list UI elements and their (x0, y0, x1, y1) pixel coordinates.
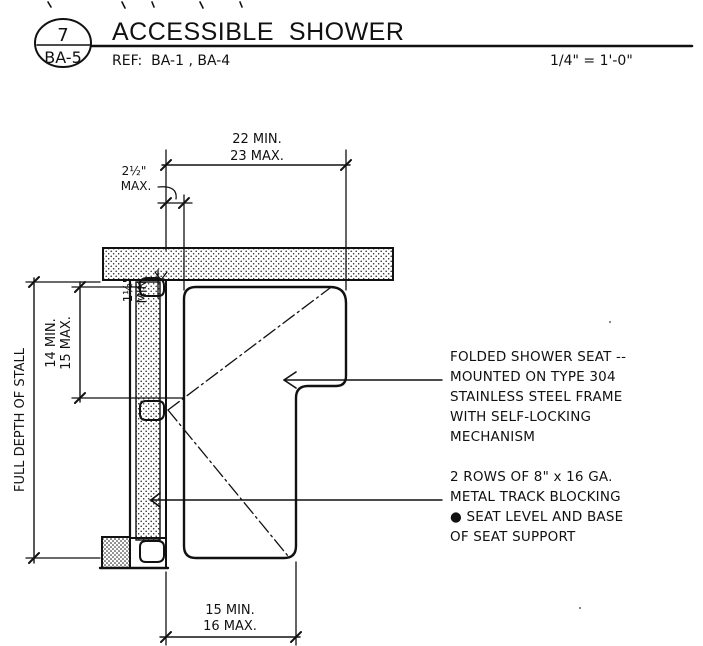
front-min: 15 MIN. (205, 603, 255, 618)
seat-note-line-1: FOLDED SHOWER SEAT -- (450, 349, 626, 365)
scale-text: 1/4" = 1'-0" (550, 53, 633, 69)
sheet-reference: BA-5 (44, 48, 82, 67)
blocking-note-line-1: 2 ROWS OF 8" x 16 GA. (450, 469, 613, 485)
seat-fold-line-upper (167, 287, 331, 411)
seat-note-line-2: MOUNTED ON TYPE 304 (450, 369, 616, 385)
blocking-note-line-4: OF SEAT SUPPORT (450, 529, 576, 545)
scan-speck (609, 321, 611, 323)
annotation-notes: FOLDED SHOWER SEAT -- MOUNTED ON TYPE 30… (149, 321, 626, 609)
front-ticks (160, 631, 302, 643)
stall-depth-label: FULL DEPTH OF STALL (13, 347, 28, 492)
scan-speck (579, 607, 581, 609)
dimension-lines: 22 MIN. 23 MAX. 2½" MAX. 1½" MIN. 14 MIN… (13, 132, 352, 646)
seat-note-line-3: STAINLESS STEEL FRAME (450, 389, 622, 405)
seat-depth-min: 22 MIN. (232, 132, 282, 147)
seat-width-max: 15 MAX. (59, 316, 74, 370)
blocking-bottom (139, 540, 165, 563)
title-block: 7 BA-5 ACCESSIBLE SHOWER REF: BA-1 , BA-… (34, 1, 694, 69)
seat-depth-ticks (160, 159, 352, 171)
wall-gap-value: 2½" (122, 164, 147, 178)
front-max: 16 MAX. (203, 619, 257, 634)
seat-fold-line-lower (167, 409, 289, 557)
stall-depth-ticks (28, 276, 40, 564)
clearance-arrow (154, 271, 168, 281)
detail-title: ACCESSIBLE SHOWER (112, 18, 404, 46)
seat-outline (182, 285, 348, 560)
wall-gap-label: MAX. (121, 179, 152, 193)
top-edge-marks (47, 1, 243, 9)
seat-depth-max: 23 MAX. (230, 149, 284, 164)
detail-bubble (34, 18, 92, 68)
seat-width-min: 14 MIN. (44, 318, 59, 368)
reference-text: REF: BA-1 , BA-4 (112, 53, 230, 69)
seat-note-line-4: WITH SELF-LOCKING (450, 409, 591, 425)
clearance-value: 1½" (121, 278, 135, 303)
blocking-note-arrow (150, 492, 161, 508)
blocking-top (138, 277, 165, 297)
detail-number: 7 (57, 25, 68, 46)
seat-note-arrow (283, 371, 297, 389)
wall-gap-leader (157, 186, 177, 200)
wall-assembly (98, 247, 394, 570)
floor-base-block (101, 536, 131, 569)
metal-track-blocking (138, 277, 165, 563)
blocking-note-line-2: METAL TRACK BLOCKING (450, 489, 621, 505)
folded-shower-seat (167, 285, 348, 560)
back-wall (102, 247, 394, 281)
clearance-label: MIN. (135, 277, 149, 304)
wall-gap-ticks (160, 197, 190, 209)
seat-note-line-5: MECHANISM (450, 429, 535, 445)
seat-width-ticks (74, 281, 86, 404)
blocking-middle (139, 400, 165, 421)
blocking-note-line-3: ● SEAT LEVEL AND BASE (450, 509, 623, 525)
